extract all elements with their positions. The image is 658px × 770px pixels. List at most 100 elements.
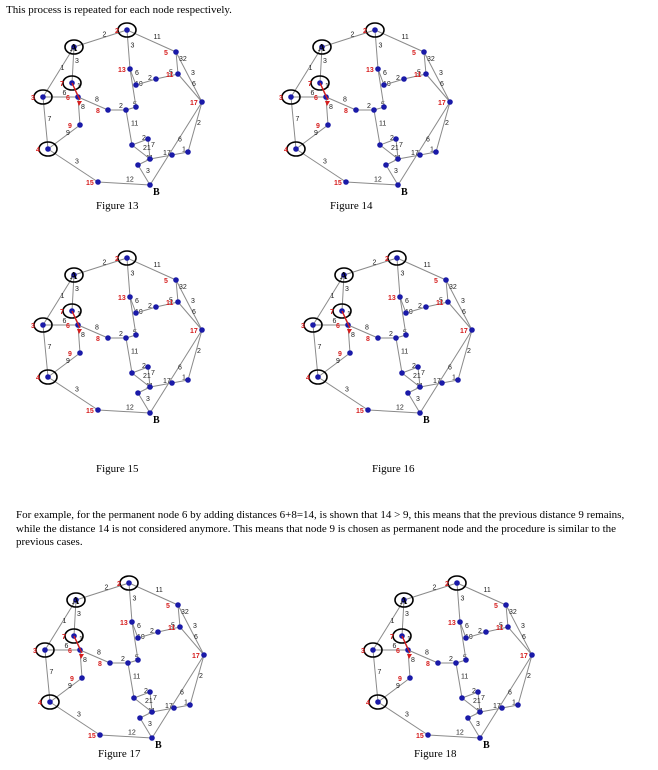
graph-edge [155, 73, 179, 80]
edge-label: 9 [336, 358, 340, 365]
edge-label: 11 [484, 587, 491, 594]
figure-18-graph: 2113612371318982510362532611272117121136… [356, 570, 561, 748]
graph-edge [461, 697, 481, 713]
graph-node [40, 322, 46, 328]
edge-label: 21 [391, 145, 399, 152]
node-value-label: 2 [115, 28, 119, 35]
edge-label: 2 [418, 303, 422, 310]
graph-node [135, 390, 141, 396]
edge-label: 12 [126, 405, 134, 412]
edge-label: 8 [95, 97, 99, 104]
graph-edge [407, 649, 439, 664]
edge-label: 1 [452, 375, 456, 382]
node-value-label: 5 [412, 50, 416, 57]
graph-edge [79, 649, 111, 664]
path-arrow [71, 310, 81, 329]
graph-edge [317, 352, 351, 378]
graph-node [381, 82, 387, 88]
node-value-label: 6 [336, 323, 340, 330]
node-value-label: 7 [60, 309, 64, 316]
edge-label: 5 [417, 70, 421, 77]
graph-edge [137, 392, 151, 414]
edge-label: 11 [402, 34, 409, 41]
node-b-label: B [153, 415, 160, 423]
node-value-label: 11 [436, 300, 444, 307]
edge-label: 3 [439, 70, 443, 77]
graph-node [353, 107, 359, 113]
node-value-label: 13 [118, 67, 126, 74]
graph-edge [42, 46, 75, 98]
edge-label: 1 [63, 618, 67, 625]
graph-node [421, 49, 427, 55]
edge-label: 7 [48, 344, 52, 351]
graph-edge [372, 599, 405, 651]
edge-label: 3 [77, 611, 81, 618]
edge-label: 5 [171, 623, 175, 630]
graph-node [45, 374, 51, 380]
graph-edge [423, 51, 451, 103]
permanent-node-ring [62, 303, 82, 319]
node-value-label: 3 [301, 323, 305, 330]
graph-node [371, 107, 377, 113]
node-value-label: 4 [36, 375, 40, 382]
edge-label: 2 [197, 348, 201, 355]
permanent-node-ring [365, 22, 385, 38]
graph-node [71, 272, 77, 278]
graph-edge [133, 697, 153, 713]
edge-label: 9 [396, 683, 400, 690]
edge-label: 11 [461, 674, 468, 681]
graph-edge [49, 701, 101, 736]
graph-edge [377, 701, 429, 736]
arrow-head-icon [325, 101, 330, 106]
edge-label: 32 [179, 56, 187, 63]
graph-edge [126, 257, 131, 298]
graph-node [129, 370, 135, 376]
graph-edge [347, 324, 379, 339]
figure-13-graph: 2113612371318982510362532611272117121136… [26, 17, 231, 195]
edge-label: 11 [156, 587, 163, 594]
node-value-label: 3 [279, 95, 283, 102]
graph-edge [377, 677, 411, 703]
edge-label: 7 [151, 142, 155, 149]
node-value-label: 8 [366, 336, 370, 343]
node-a-label: A [70, 43, 78, 54]
graph-edge [407, 392, 421, 414]
edge-label: 2 [119, 103, 123, 110]
graph-edge [395, 138, 399, 160]
graph-edge [129, 296, 137, 314]
edge-label: 3 [394, 168, 398, 175]
edge-label: 2 [199, 673, 203, 680]
graph-node [383, 162, 389, 168]
permanent-node-ring [117, 22, 137, 38]
graph-edge [385, 164, 399, 186]
graph-node [435, 660, 441, 666]
node-value-label: 15 [356, 408, 364, 415]
graph-node [40, 94, 46, 100]
edge-label: 8 [351, 332, 355, 339]
node-value-label: 8 [96, 336, 100, 343]
graph-edge [456, 582, 461, 623]
graph-node [149, 735, 155, 741]
node-value-label: 9 [398, 676, 402, 683]
edge-label: 3 [461, 298, 465, 305]
permanent-node-ring [64, 267, 84, 283]
node-value-label: 8 [426, 661, 430, 668]
edge-label: 8 [411, 657, 415, 664]
edge-label: 3 [323, 58, 327, 65]
edge-label: 3 [405, 712, 409, 719]
graph-edge [461, 691, 479, 699]
edge-label: 6 [135, 298, 139, 305]
graph-node [405, 390, 411, 396]
graph-node [315, 374, 321, 380]
graph-node [401, 597, 407, 603]
node-value-label: 9 [316, 123, 320, 130]
graph-node [173, 277, 179, 283]
edge-label: 8 [81, 104, 85, 111]
permanent-node-ring [64, 628, 84, 644]
graph-node [155, 629, 161, 635]
edge-label: 8 [343, 97, 347, 104]
graph-node [199, 327, 205, 333]
edge-label: 6 [137, 623, 141, 630]
edge-label: 1 [61, 65, 65, 72]
path-arrow [401, 635, 411, 654]
